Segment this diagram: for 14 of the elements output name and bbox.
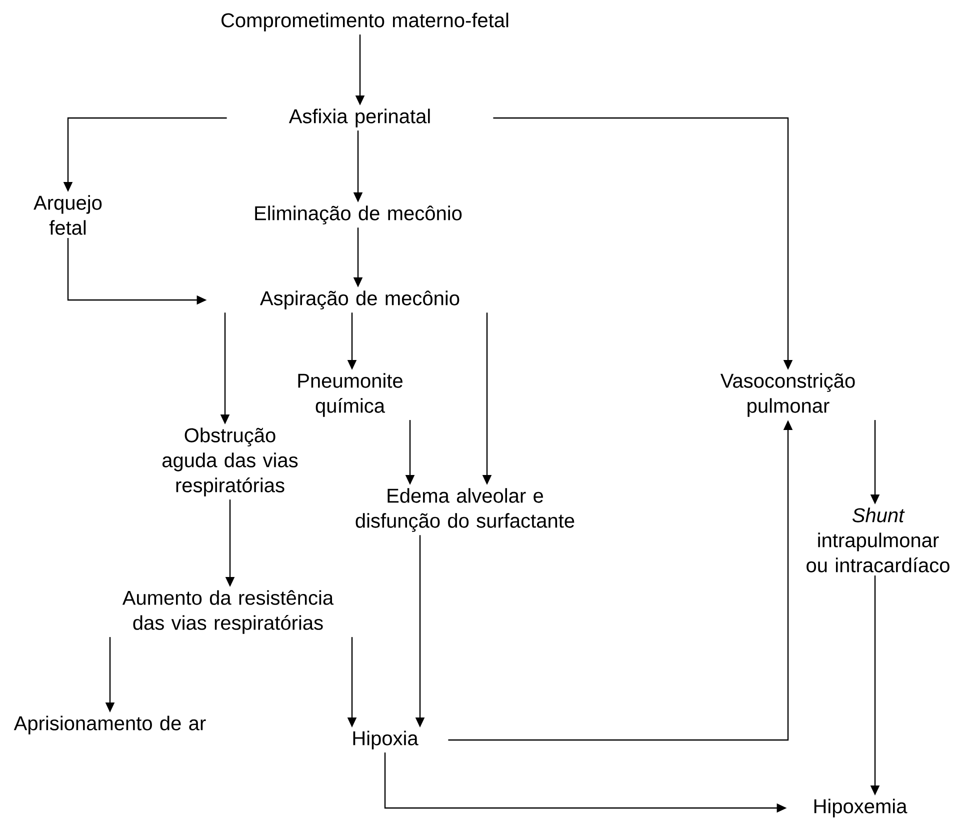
flow-text: Edema alveolar e disfunção do surfactante (356, 488, 574, 532)
flow-text: Vasoconstrição pulmonar (720, 373, 855, 417)
flow-text: Pneumonite química (298, 373, 402, 417)
flow-text: Comprometimento materno-fetal (222, 12, 508, 32)
flow-text: Shunt intrapulmonar ou intracardíaco (806, 508, 950, 572)
flow-text: Aspiração de mecônio (260, 290, 460, 310)
flow-text: Aumento da resistência das vias respiratórias (122, 590, 334, 634)
flow-text: Asfixia perinatal (288, 108, 430, 128)
flow-text: Arquejo fetal (34, 195, 102, 235)
flow-text: Eliminação de mecônio (255, 206, 462, 224)
flow-text: Aprisionamento de ar (14, 716, 206, 734)
flow-text: Obstrução aguda das vias respiratórias (162, 428, 298, 496)
flow-text: Hipoxemia (814, 798, 908, 818)
flow-text: Hipoxia (353, 730, 418, 750)
